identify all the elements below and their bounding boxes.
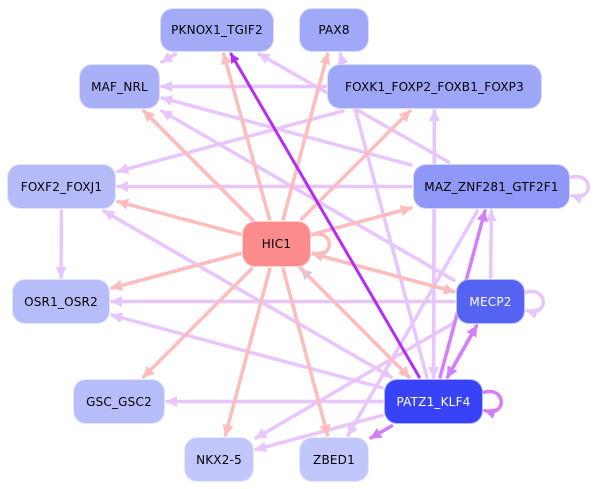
- edge-pknox1_tgif2-to-maf_nrl: [160, 52, 178, 64]
- edge-patz1_klf4-to-patz1_klf4: [481, 389, 503, 419]
- edge-hic1-to-maf_nrl: [142, 109, 254, 221]
- edge-hic1-to-mecp2: [311, 252, 456, 295]
- edge-hic1-to-foxk1_foxp2_foxb1_foxp3: [299, 109, 412, 221]
- node-patz1-klf4[interactable]: PATZ1_KLF4: [384, 379, 483, 424]
- node-foxf2-foxj1[interactable]: FOXF2_FOXJ1: [7, 164, 116, 209]
- edge-hic1-to-patz1_klf4: [299, 267, 411, 379]
- edge-hic1-to-gsc_gsc2: [141, 267, 254, 379]
- edge-hic1-to-foxf2_foxj1: [116, 198, 242, 236]
- edge-mecp2-to-maf_nrl: [160, 109, 456, 283]
- node-maf-nrl[interactable]: MAF_NRL: [79, 64, 160, 109]
- edge-mecp2-to-nkx2-5: [254, 320, 456, 440]
- edge-patz1_klf4-to-pknox1_tgif2: [229, 52, 421, 379]
- node-pknox1-tgif2[interactable]: PKNOX1_TGIF2: [160, 8, 274, 52]
- edge-patz1_klf4-to-nkx2-5: [254, 413, 384, 453]
- edge-hic1-to-zbed1: [281, 267, 331, 437]
- edge-hic1-to-pax8: [281, 52, 331, 221]
- edge-maz_znf281_gtf2f1-to-zbed1: [346, 209, 480, 437]
- edge-mecp2-to-maz_znf281_gtf2f1: [485, 209, 497, 279]
- node-osr1-osr2[interactable]: OSR1_OSR2: [12, 279, 110, 324]
- node-zbed1[interactable]: ZBED1: [299, 437, 369, 482]
- edge-patz1_klf4-to-zbed1: [369, 424, 394, 440]
- edge-foxk1_foxp2_foxb1_foxp3-to-patz1_klf4: [428, 109, 440, 379]
- edge-foxf2_foxj1-to-patz1_klf4: [102, 209, 393, 379]
- edge-hic1-to-maz_znf281_gtf2f1: [311, 205, 413, 236]
- edge-hic1-to-hic1: [309, 232, 331, 262]
- edge-maz_znf281_gtf2f1-to-maz_znf281_gtf2f1: [568, 174, 590, 204]
- node-gsc-gsc2[interactable]: GSC_GSC2: [73, 379, 165, 424]
- edge-foxk1_foxp2_foxb1_foxp3-to-foxf2_foxj1: [116, 109, 345, 175]
- node-maz-znf281-gtf2f1[interactable]: MAZ_ZNF281_GTF2F1: [413, 164, 570, 209]
- node-foxk1-foxp2-foxb1-foxp3[interactable]: FOXK1_FOXP2_FOXB1_FOXP3: [327, 64, 542, 109]
- node-nkx2-5[interactable]: NKX2-5: [184, 437, 254, 482]
- edge-patz1_klf4-to-mecp2: [445, 324, 479, 379]
- edge-hic1-to-nkx2-5: [222, 267, 272, 437]
- edge-hic1-to-pknox1_tgif2: [221, 52, 272, 221]
- node-pax8[interactable]: PAX8: [299, 8, 369, 52]
- edge-mecp2-to-mecp2: [523, 289, 545, 319]
- node-hic1[interactable]: HIC1: [242, 221, 311, 267]
- node-mecp2[interactable]: MECP2: [456, 279, 525, 324]
- edge-hic1-to-osr1_osr2: [110, 251, 242, 291]
